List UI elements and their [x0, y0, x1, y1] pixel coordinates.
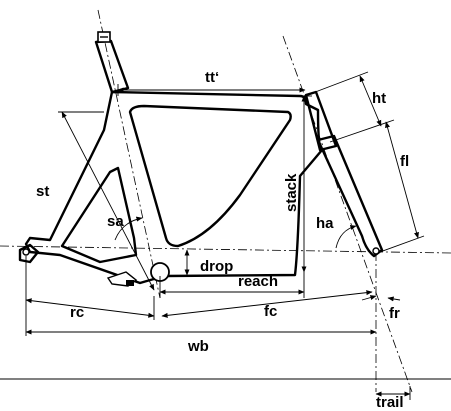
- label-ht: ht: [372, 90, 386, 107]
- label-stack: stack: [283, 173, 300, 212]
- seat-post: [94, 39, 130, 94]
- centerlines: [0, 9, 451, 393]
- label-fc: fc: [264, 303, 277, 320]
- label-reach: reach: [238, 273, 278, 290]
- fl-dimension-line: [385, 121, 419, 239]
- label-rc: rc: [70, 304, 84, 321]
- rc-dimension-line: [25, 298, 155, 318]
- fork: [316, 134, 384, 258]
- label-tt: tt‘: [205, 69, 219, 86]
- seat-tube-axis: [97, 9, 161, 299]
- sa-angle-arc: [114, 216, 143, 241]
- st-dimension-line: [61, 111, 155, 291]
- bike-frame: [18, 31, 384, 287]
- label-st: st: [36, 183, 49, 200]
- steering-axis: [282, 35, 413, 393]
- label-sa: sa: [107, 213, 124, 230]
- rear-dropout: [18, 243, 40, 264]
- ha-angle-arc: [335, 224, 357, 249]
- frame-outline: [24, 90, 324, 285]
- label-wb: wb: [187, 338, 209, 355]
- label-trail: trail: [376, 394, 404, 411]
- rear-axle: [22, 248, 30, 256]
- label-drop: drop: [200, 258, 233, 275]
- fc-dimension-line: [161, 290, 373, 318]
- front-axle: [372, 247, 380, 255]
- fr-dimension-arrow-right: [387, 296, 401, 302]
- label-fr: fr: [389, 305, 400, 322]
- front-triangle-inner: [128, 104, 292, 248]
- fr-dimension-arrow-left: [361, 295, 377, 301]
- label-ha: ha: [316, 215, 334, 232]
- labels: tt‘ ht fl st sa stack ha drop reach rc f…: [36, 69, 409, 411]
- dimensions: [0, 71, 451, 400]
- ht-dimension-line: [359, 75, 382, 127]
- label-fl: fl: [400, 153, 409, 170]
